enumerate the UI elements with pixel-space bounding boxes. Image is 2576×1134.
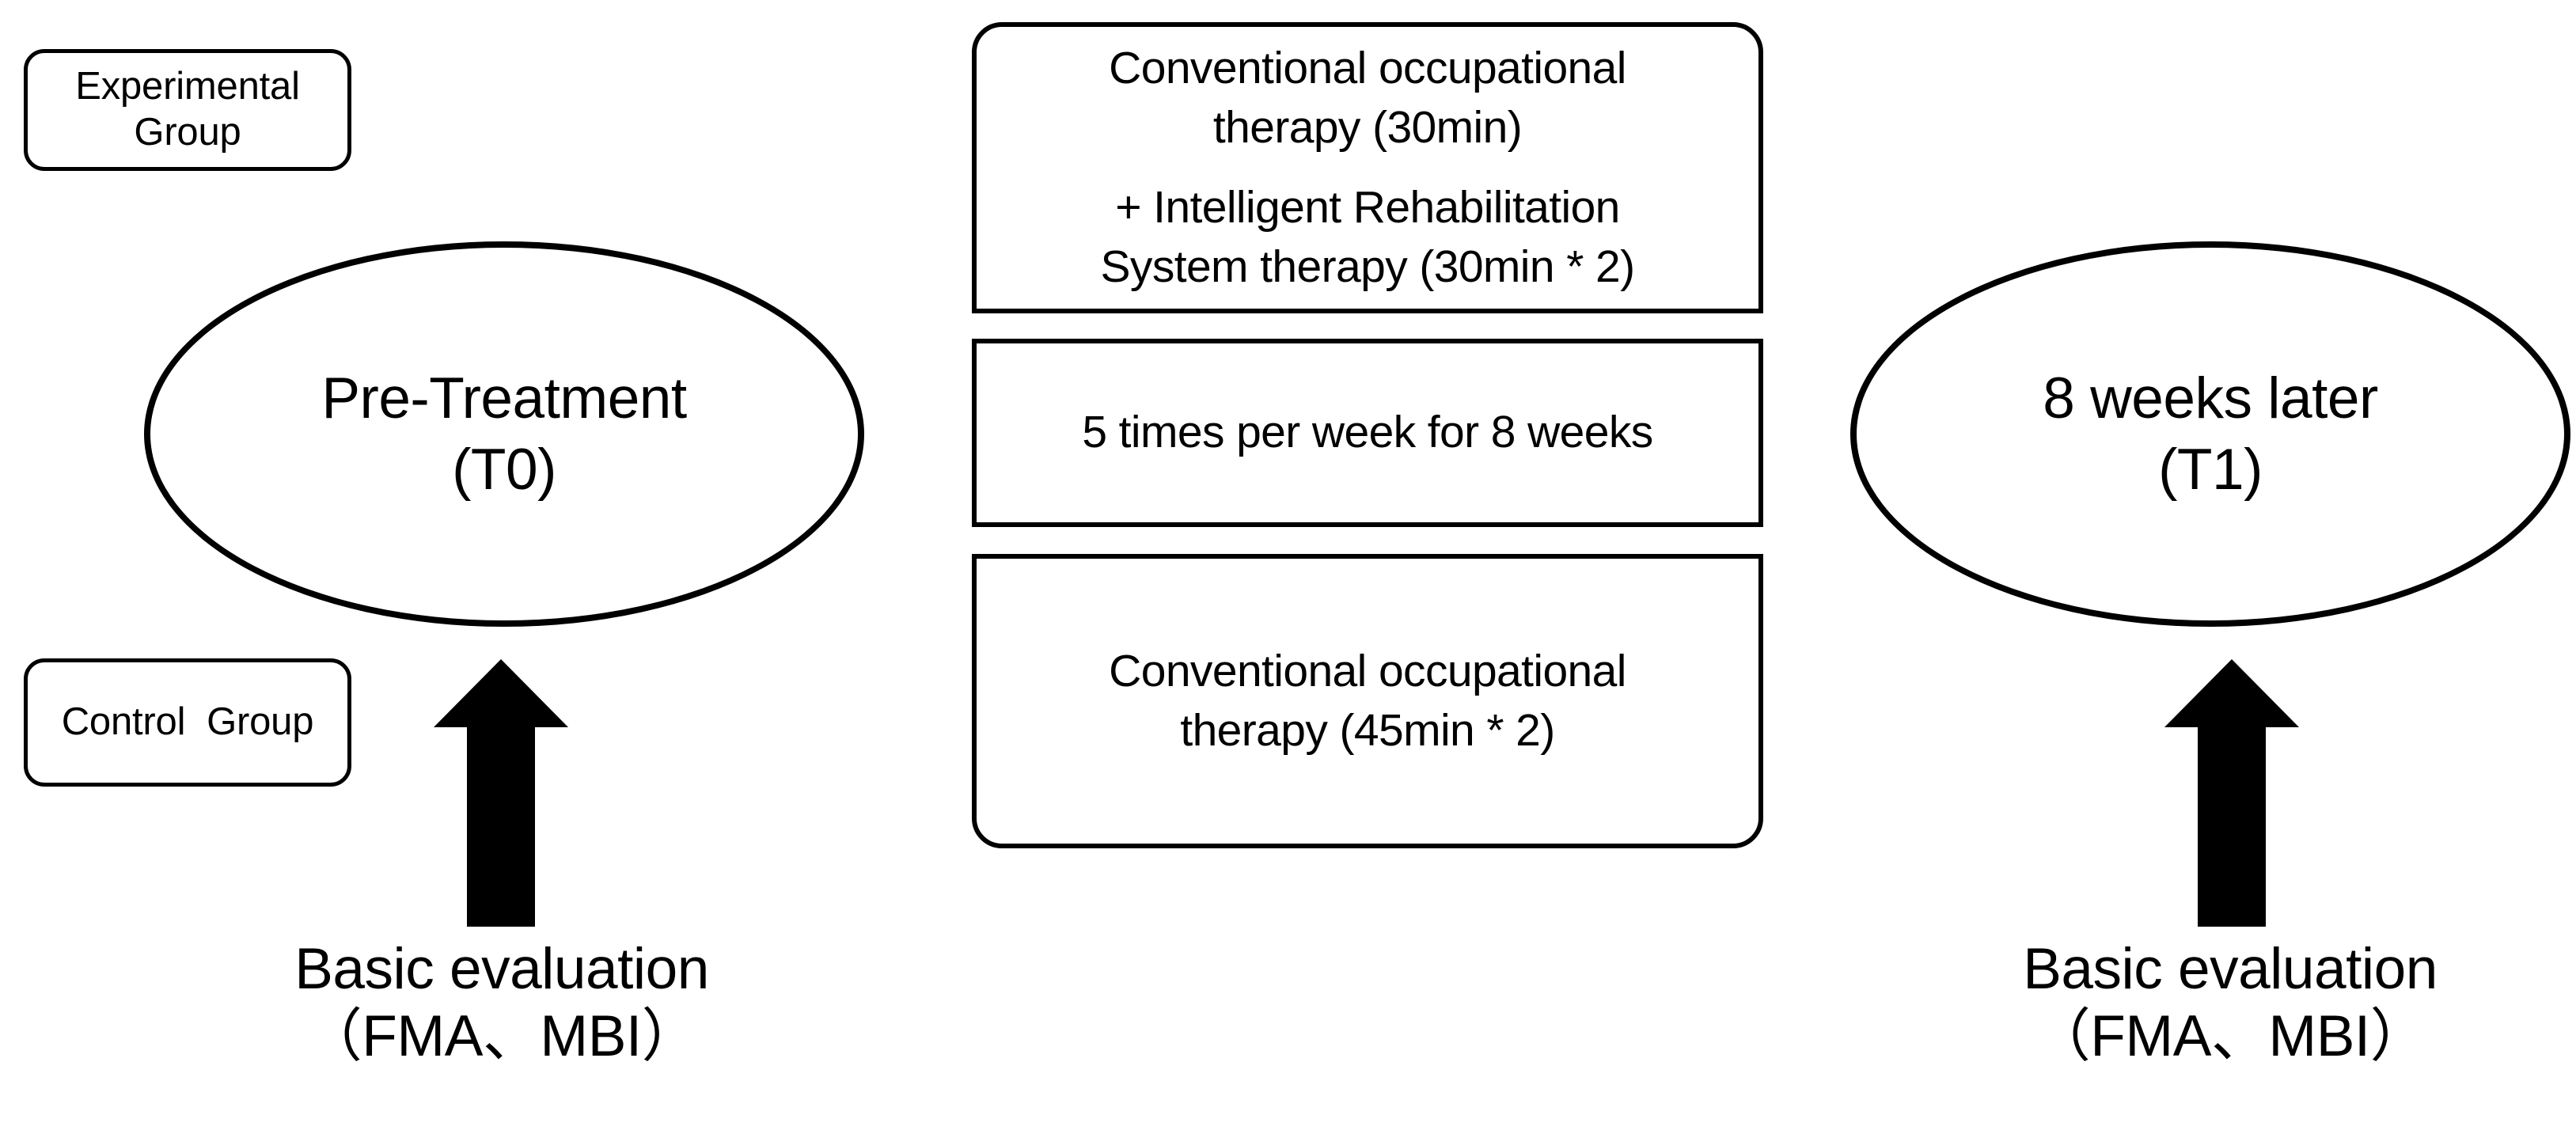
intervention-experimental-box: Conventional occupational therapy (30min… <box>972 22 1763 313</box>
up-arrow-icon-post-evaluation <box>2164 659 2299 927</box>
intervention-control-box: Conventional occupational therapy (45min… <box>972 554 1763 848</box>
evaluation-caption-post-line-1: Basic evaluation <box>2023 937 2438 1001</box>
control-group-label: Control Group <box>24 658 351 787</box>
experimental-group-label: Experimental Group <box>24 49 351 171</box>
intervention-control-line-1: Conventional occupational <box>1109 645 1626 696</box>
intervention-experimental-line-4: System therapy (30min * 2) <box>1100 241 1636 293</box>
pre-treatment-line-1: Pre-Treatment <box>321 366 687 431</box>
evaluation-caption-post: Basic evaluation （FMA、MBI） <box>1899 935 2561 1071</box>
evaluation-caption-pre-line-1: Basic evaluation <box>294 937 709 1001</box>
intervention-experimental-line-1: Conventional occupational <box>1109 42 1626 93</box>
post-treatment-line-1: 8 weeks later <box>2043 366 2378 431</box>
evaluation-caption-pre-line-2: （FMA、MBI） <box>304 1004 700 1069</box>
intervention-experimental-line-2: therapy (30min) <box>1212 101 1523 153</box>
intervention-experimental-line-3: + Intelligent Rehabilitation <box>1115 182 1620 233</box>
evaluation-caption-post-line-2: （FMA、MBI） <box>2032 1004 2428 1069</box>
experimental-group-line-2: Group <box>134 111 241 154</box>
post-treatment-ellipse: 8 weeks later (T1) <box>1850 241 2570 627</box>
intervention-frequency-box: 5 times per week for 8 weeks <box>972 339 1763 527</box>
post-treatment-line-2: (T1) <box>2158 437 2263 502</box>
evaluation-caption-pre: Basic evaluation （FMA、MBI） <box>171 935 833 1071</box>
pre-treatment-ellipse: Pre-Treatment (T0) <box>144 241 864 627</box>
intervention-frequency-line-1: 5 times per week for 8 weeks <box>1082 407 1653 458</box>
up-arrow-icon-pre-evaluation <box>434 659 568 927</box>
intervention-control-line-2: therapy (45min * 2) <box>1180 705 1555 756</box>
control-group-line-1: Control Group <box>61 700 314 744</box>
pre-treatment-line-2: (T0) <box>452 437 556 502</box>
experimental-group-line-1: Experimental <box>75 65 300 108</box>
